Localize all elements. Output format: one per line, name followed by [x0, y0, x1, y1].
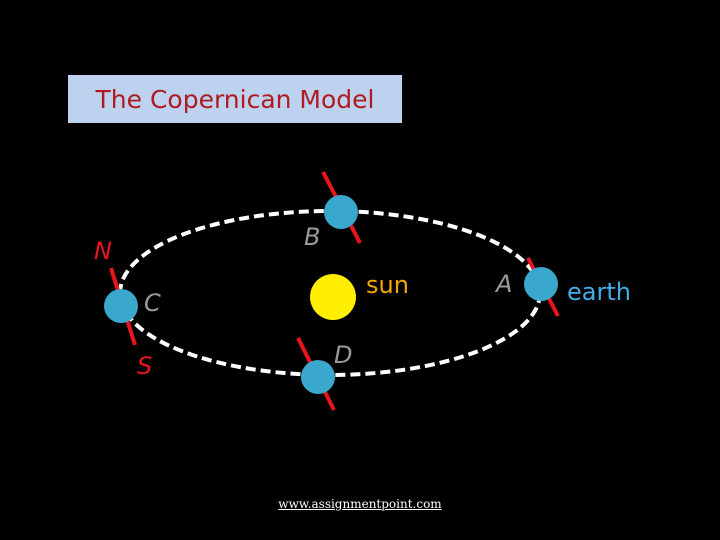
earth-d — [301, 360, 335, 394]
south-pole-label: S — [137, 352, 152, 380]
position-c-label: C — [144, 289, 161, 317]
sun — [310, 274, 356, 320]
position-b-label: B — [304, 223, 320, 251]
earth-c — [104, 289, 138, 323]
footer-url: www.assignmentpoint.com — [278, 497, 442, 511]
position-a-label: A — [494, 270, 512, 298]
earth-label: earth — [567, 278, 631, 306]
sun-label: sun — [366, 271, 409, 299]
earth-b — [324, 195, 358, 229]
north-pole-label: N — [94, 237, 112, 265]
earth-a — [524, 267, 558, 301]
title-box: The Copernican Model — [68, 75, 402, 123]
diagram-title: The Copernican Model — [95, 84, 375, 114]
position-d-label: D — [334, 341, 352, 369]
